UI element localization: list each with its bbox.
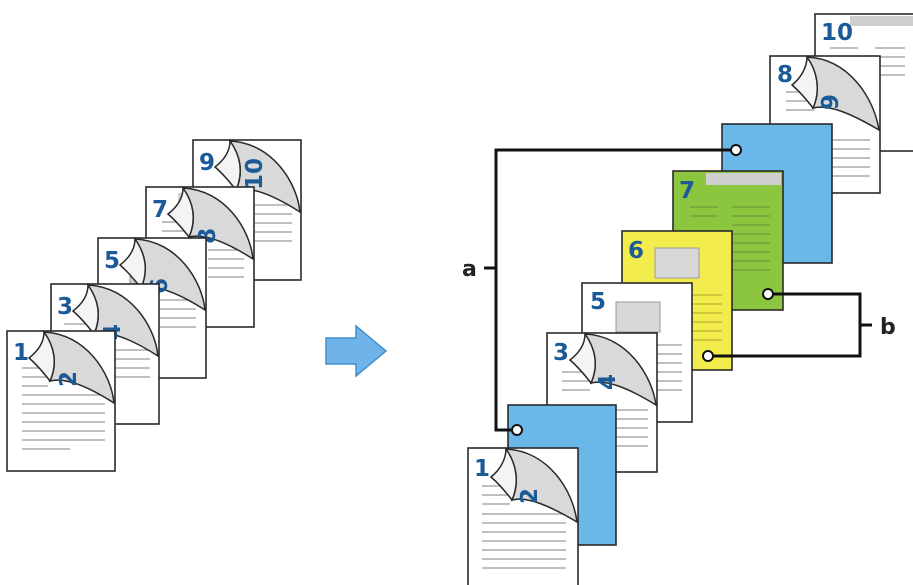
- right-page-6: 6: [628, 238, 644, 264]
- right-page-3: 3: [553, 340, 569, 366]
- left-page-1: 1: [13, 340, 29, 366]
- right-arrow-icon: [325, 324, 388, 378]
- label-a: a: [462, 257, 477, 282]
- callout-dot-yellow: [702, 350, 714, 362]
- right-page-5: 5: [590, 289, 606, 315]
- right-page-8: 8: [777, 62, 793, 88]
- callout-dot-green: [762, 288, 774, 300]
- right-page-9: 9: [818, 94, 844, 110]
- left-page-3: 3: [57, 294, 73, 320]
- left-page-7: 7: [152, 197, 168, 223]
- left-sheet-1-2: 1 2: [6, 329, 116, 472]
- right-page-4: 4: [595, 374, 621, 390]
- left-stack: 9 10 7 8 5: [6, 138, 302, 472]
- callout-dot-blue-back: [730, 144, 742, 156]
- callout-dot-blue-front: [511, 424, 523, 436]
- left-page-9: 9: [199, 150, 215, 176]
- bracket-a: a: [462, 144, 742, 436]
- right-sheet-1-2: 1 2: [467, 446, 579, 585]
- right-page-2: 2: [517, 488, 543, 504]
- right-stack: 10 8 9: [467, 13, 913, 585]
- left-page-5: 5: [104, 248, 120, 274]
- bracket-b: b: [702, 288, 896, 362]
- left-page-10: 10: [242, 158, 268, 190]
- label-b: b: [880, 315, 896, 340]
- right-page-10: 10: [821, 20, 853, 46]
- left-page-2: 2: [56, 371, 82, 387]
- right-page-1: 1: [474, 456, 490, 482]
- right-page-7: 7: [679, 178, 695, 204]
